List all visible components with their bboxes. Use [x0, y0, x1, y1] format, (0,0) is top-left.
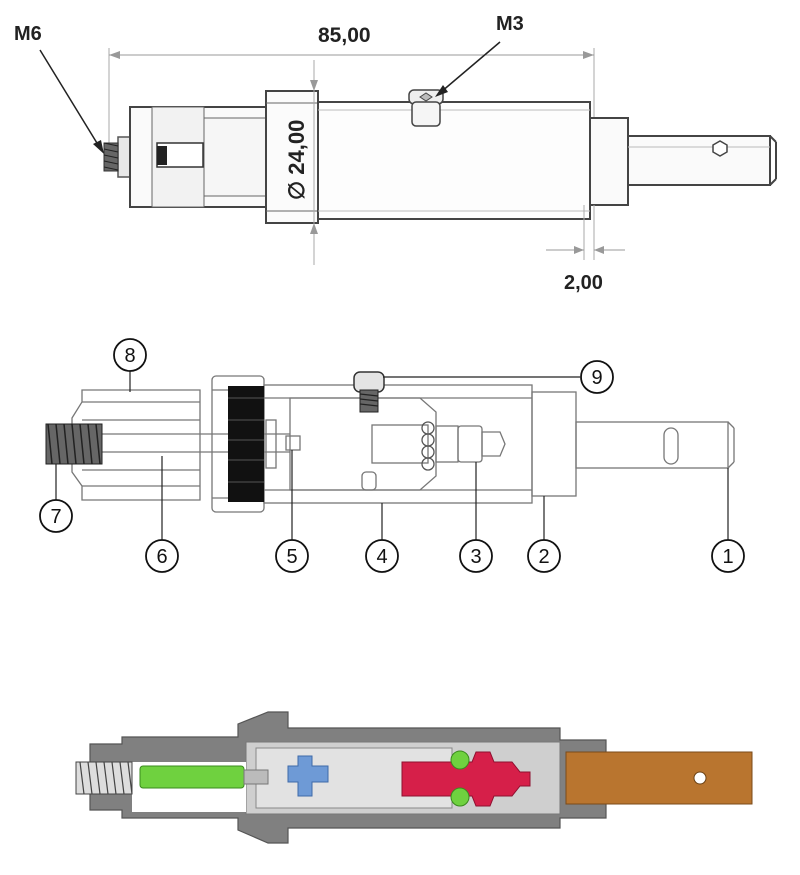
- callout-4: 4: [376, 546, 387, 568]
- callout-circle-9: [580, 360, 614, 394]
- callout-9: 9: [591, 367, 602, 389]
- callout-5: 5: [286, 546, 297, 568]
- callout-circle-8: [113, 338, 147, 372]
- callout-2: 2: [538, 546, 549, 568]
- callout-6: 6: [156, 546, 167, 568]
- shaft-hole: [693, 771, 707, 785]
- dimensioned-side-view: [39, 41, 777, 265]
- callout-circle-2: [527, 539, 561, 573]
- callout-8: 8: [124, 345, 135, 367]
- callout-circle-4: [365, 539, 399, 573]
- transparent-assembly-view: 8 9 7 6 5 4 3 2 1: [39, 338, 745, 573]
- thread-label: M6: [14, 23, 42, 45]
- callout-7: 7: [50, 506, 61, 528]
- green-ball-top: [450, 750, 470, 770]
- blue-piston: [287, 755, 329, 797]
- callout-3: 3: [470, 546, 481, 568]
- dimension-labels: M6 85,00 M3 ∅ 24,00 2,00: [14, 13, 603, 294]
- callout-1: 1: [722, 546, 733, 568]
- green-ball-bottom: [450, 787, 470, 807]
- screw-label: M3: [496, 13, 524, 35]
- callout-circle-7: [39, 499, 73, 533]
- callout-circle-1: [711, 539, 745, 573]
- callout-circle-3: [459, 539, 493, 573]
- diameter-label: ∅ 24,00: [284, 120, 309, 200]
- green-rod: [139, 765, 245, 789]
- callout-circle-6: [145, 539, 179, 573]
- brown-shaft: [565, 751, 753, 805]
- callout-circle-5: [275, 539, 309, 573]
- red-plunger: [401, 751, 531, 807]
- gap-label: 2,00: [564, 272, 603, 294]
- length-label: 85,00: [318, 24, 371, 47]
